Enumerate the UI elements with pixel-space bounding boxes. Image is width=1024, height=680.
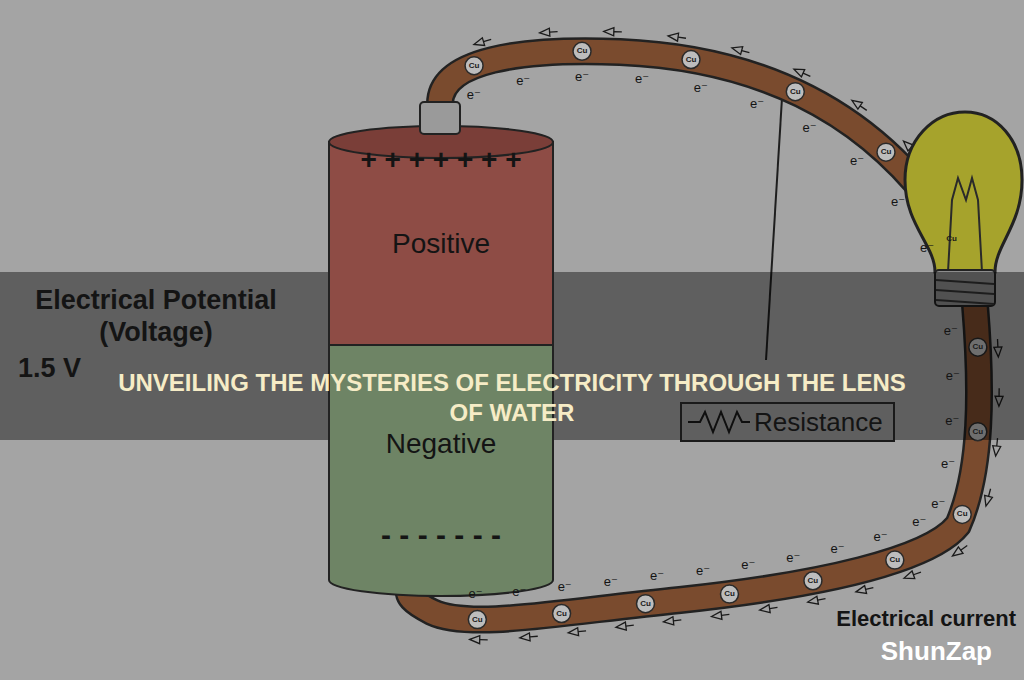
electron-label: e⁻ — [786, 551, 800, 565]
atom-symbol: Cu — [570, 42, 594, 60]
atom-symbol: Cu — [940, 230, 964, 248]
atom-symbol: Cu — [966, 338, 990, 356]
electron-label: e⁻ — [803, 121, 817, 135]
atom-symbol: Cu — [950, 505, 974, 523]
electron-label: e⁻ — [941, 457, 955, 471]
atom-symbol: Cu — [801, 572, 825, 590]
atom-symbol: Cu — [966, 423, 990, 441]
quantity-label: Electrical current — [836, 606, 1016, 632]
electron-label: e⁻ — [945, 414, 959, 428]
polarity-signs: + + + + + + + — [328, 144, 554, 176]
box-label: Resistance — [682, 404, 893, 440]
electron-label: e⁻ — [946, 369, 960, 383]
polarity-signs: - - - - - - - — [328, 518, 554, 552]
atom-symbol: Cu — [634, 595, 658, 613]
terminal-label: Positive — [328, 228, 554, 260]
electron-label: e⁻ — [912, 515, 926, 529]
atom-symbol: Cu — [717, 585, 741, 603]
electron-label: e⁻ — [696, 564, 710, 578]
atom-symbol: Cu — [465, 611, 489, 629]
atom-symbol: Cu — [462, 57, 486, 75]
electron-label: e⁻ — [558, 580, 572, 594]
electron-label: e⁻ — [469, 587, 483, 601]
terminal-label: Negative — [328, 428, 554, 460]
electron-label: e⁻ — [891, 195, 905, 209]
electron-label: e⁻ — [635, 72, 649, 86]
quantity-label: Electrical Potential (Voltage) — [6, 284, 306, 348]
electron-label: e⁻ — [750, 97, 764, 111]
electron-label: e⁻ — [467, 88, 481, 102]
watermark: ShunZap — [881, 636, 992, 667]
electron-label: e⁻ — [650, 569, 664, 583]
atom-symbol: Cu — [550, 605, 574, 623]
electron-label: e⁻ — [694, 81, 708, 95]
atom-symbol: Cu — [883, 551, 907, 569]
electron-label: e⁻ — [873, 530, 887, 544]
electron-label: e⁻ — [604, 575, 618, 589]
electron-label: e⁻ — [831, 542, 845, 556]
value-label: 1.5 V — [18, 352, 81, 384]
electron-label: e⁻ — [741, 558, 755, 572]
electron-label: e⁻ — [931, 497, 945, 511]
electron-label: e⁻ — [516, 74, 530, 88]
atom-symbol: Cu — [783, 83, 807, 101]
banner-title: UNVEILING THE MYSTERIES OF ELECTRICITY T… — [102, 368, 922, 428]
atom-symbol: Cu — [679, 51, 703, 69]
electron-label: e⁻ — [944, 324, 958, 338]
electron-label: e⁻ — [850, 154, 864, 168]
electron-label: e⁻ — [575, 70, 589, 84]
electron-label: e⁻ — [512, 585, 526, 599]
electron-label: e⁻ — [920, 241, 934, 255]
atom-symbol: Cu — [874, 143, 898, 161]
resistance-box: Resistance — [680, 402, 895, 442]
battery-cell: + + + + + + + PositiveNegative - - - - - -… — [328, 120, 554, 600]
